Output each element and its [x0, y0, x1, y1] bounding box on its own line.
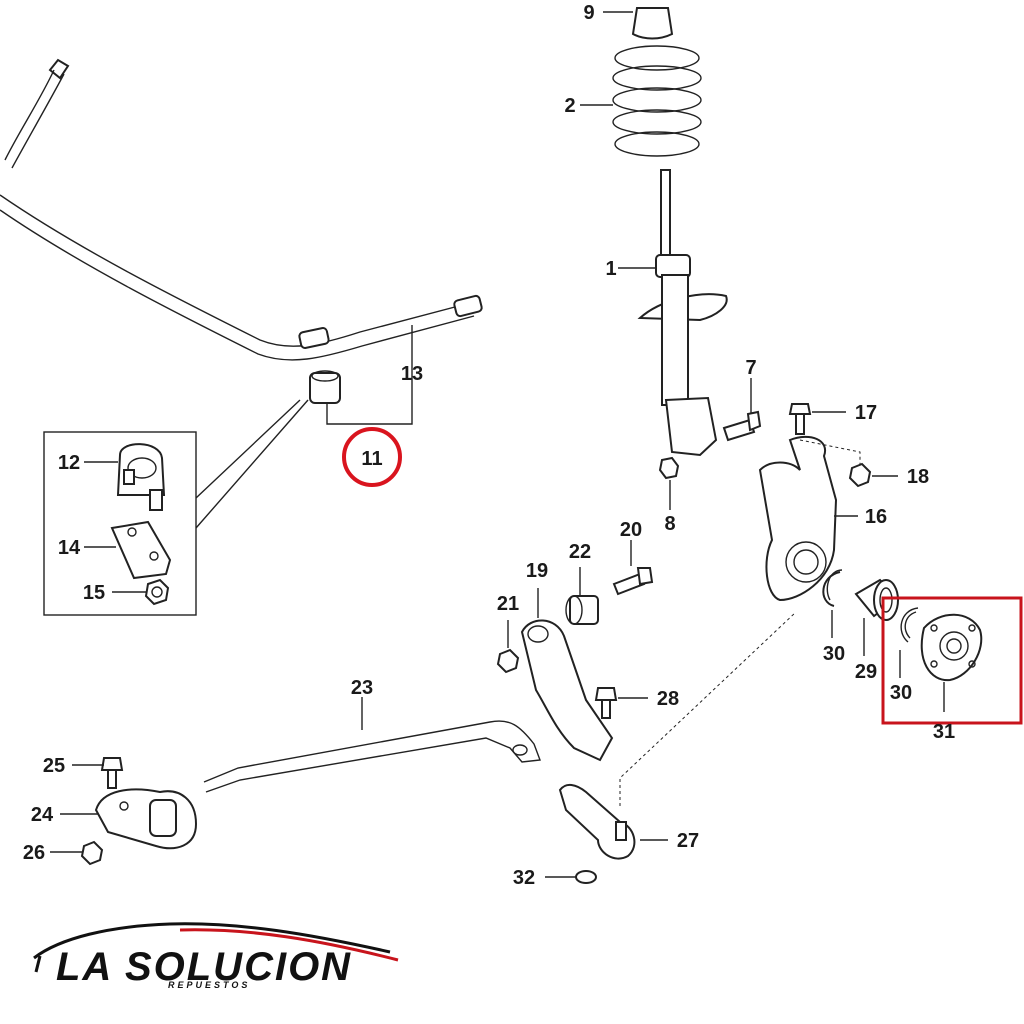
callout-16: 16 — [865, 506, 887, 528]
strut-assembly — [580, 7, 762, 510]
control-arm-bushing — [565, 567, 599, 625]
callout-7: 7 — [745, 357, 756, 379]
mount-bracket — [50, 757, 198, 866]
callout-12: 12 — [58, 452, 80, 474]
callout-17: 17 — [855, 402, 877, 424]
callout-9: 9 — [583, 2, 594, 24]
callout-31: 31 — [933, 721, 955, 743]
callout-28: 28 — [657, 688, 679, 710]
callout-22: 22 — [569, 541, 591, 563]
callout-2: 2 — [564, 95, 575, 117]
leader-11-13 — [326, 325, 413, 425]
callout-20: 20 — [620, 519, 642, 541]
logo-name: LA SOLUCION — [56, 945, 352, 989]
ball-joint — [545, 611, 797, 884]
callout-26: 26 — [23, 842, 45, 864]
control-arm — [496, 588, 614, 762]
callout-19: 19 — [526, 560, 548, 582]
brand-logo: LA SOLUCION REPUESTOS — [33, 922, 399, 990]
snap-ring-right — [900, 607, 919, 643]
callout-25: 25 — [43, 755, 65, 777]
callout-29: 29 — [855, 661, 877, 683]
snap-ring-left — [822, 571, 841, 607]
inset-box — [43, 399, 309, 616]
callout-11: 11 — [361, 448, 382, 470]
highlight-circle — [342, 427, 402, 487]
steering-knuckle — [758, 403, 898, 602]
wheel-bearing — [854, 578, 900, 656]
bolt-20 — [612, 540, 654, 596]
tie-rod — [203, 697, 541, 793]
callout-30-left: 30 — [823, 643, 845, 665]
callout-1: 1 — [605, 258, 616, 280]
highlight-box — [881, 596, 1023, 725]
stabilizer-bushing — [309, 370, 341, 404]
callout-23: 23 — [351, 677, 373, 699]
callout-14: 14 — [58, 537, 81, 559]
callout-18: 18 — [907, 466, 929, 488]
callout-32: 32 — [513, 867, 535, 889]
bolt-28 — [594, 687, 648, 719]
callout-21: 21 — [497, 593, 519, 615]
callout-13: 13 — [401, 363, 423, 385]
callout-15: 15 — [83, 582, 105, 604]
callout-24: 24 — [31, 804, 54, 826]
stabilizer-bar — [0, 58, 483, 361]
wheel-hub — [920, 613, 983, 712]
callout-27: 27 — [677, 830, 699, 852]
callout-8: 8 — [664, 513, 675, 535]
callout-30-right: 30 — [890, 682, 912, 704]
logo-tagline: REPUESTOS — [168, 980, 250, 990]
